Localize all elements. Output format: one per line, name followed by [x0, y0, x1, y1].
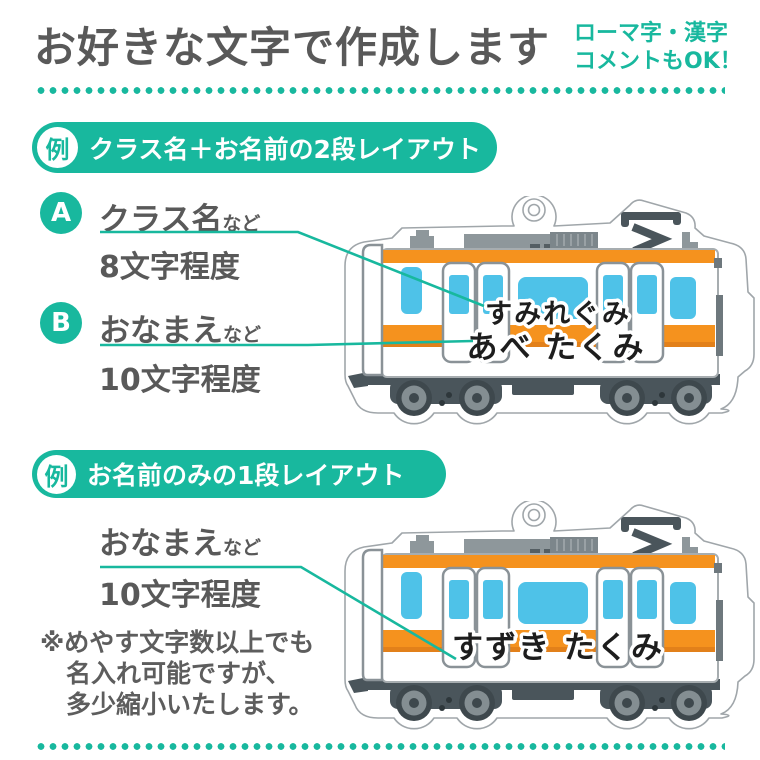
section1-header-pill: 例 クラス名＋お名前の2段レイアウト: [32, 122, 497, 173]
train2-name-text: すずき たくみ: [452, 630, 664, 666]
label-a-suffix: など: [222, 213, 261, 235]
section2-title: お名前のみの1段レイアウト: [87, 461, 405, 490]
label-b-main: おなまえ: [99, 313, 223, 349]
shrink-note-line3: 多少縮小いたします。: [66, 690, 314, 719]
label-b-suffix: など: [223, 324, 262, 346]
example-badge-2: 例: [37, 454, 76, 494]
header-side-note-line1: ローマ字・漢字: [574, 21, 729, 46]
limit-name2: 10文字程度: [99, 578, 261, 613]
shrink-note: ※めやす文字数以上でも 名入れ可能ですが、 多少縮小いたします。: [40, 627, 314, 720]
label-name2-suffix: など: [223, 537, 262, 559]
label-a-main: クラス名: [99, 202, 223, 238]
marker-b: B: [40, 302, 82, 344]
label-b: おなまえなど: [99, 305, 261, 350]
train1-name-text: あべ たくみ: [466, 330, 645, 366]
section1-title: クラス名＋お名前の2段レイアウト: [89, 134, 481, 164]
shrink-note-line2: 名入れ可能ですが、: [66, 659, 291, 688]
label-a: クラス名など: [99, 194, 260, 239]
section2-header-pill: 例 お名前のみの1段レイアウト: [32, 450, 446, 498]
dotted-divider-bottom: [35, 743, 725, 750]
limit-a: 8文字程度: [99, 250, 240, 285]
dotted-divider-top: [35, 87, 725, 94]
marker-a: A: [40, 192, 82, 234]
label-name2-main: おなまえ: [99, 526, 223, 562]
header-side-note-line2: コメントもOK！: [574, 49, 742, 74]
label-name2: おなまえなど: [99, 518, 261, 563]
limit-b: 10文字程度: [99, 363, 261, 398]
train-keychain-1: すみれぐみ あべ たくみ: [342, 196, 760, 440]
example-badge-1: 例: [37, 127, 78, 168]
train-keychain-2: すずき たくみ: [342, 501, 760, 745]
page-title: お好きな文字で作成します: [34, 23, 551, 72]
header-side-note: ローマ字・漢字 コメントもOK！: [574, 20, 742, 76]
shrink-note-line1: ※めやす文字数以上でも: [40, 628, 315, 657]
train1-class-text: すみれぐみ: [485, 299, 631, 330]
